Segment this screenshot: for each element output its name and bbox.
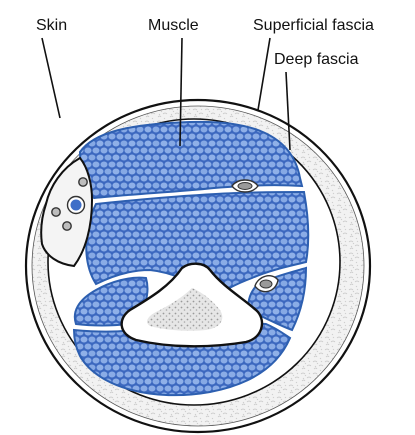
deep-fascia-label: Deep fascia [274,51,359,68]
superficial-fascia-leader-line [258,38,270,110]
skin-label: Skin [36,17,67,34]
nerve-icon [79,178,87,186]
nerve-icon [52,208,60,216]
skin-leader-line [42,38,60,118]
nerve-icon [63,222,71,230]
small-vessel [232,180,258,192]
muscle-label: Muscle [148,17,199,34]
muscle-compartments [74,122,308,395]
superficial-fascia-label: Superficial fascia [253,17,374,34]
artery-lumen-icon [71,200,82,211]
